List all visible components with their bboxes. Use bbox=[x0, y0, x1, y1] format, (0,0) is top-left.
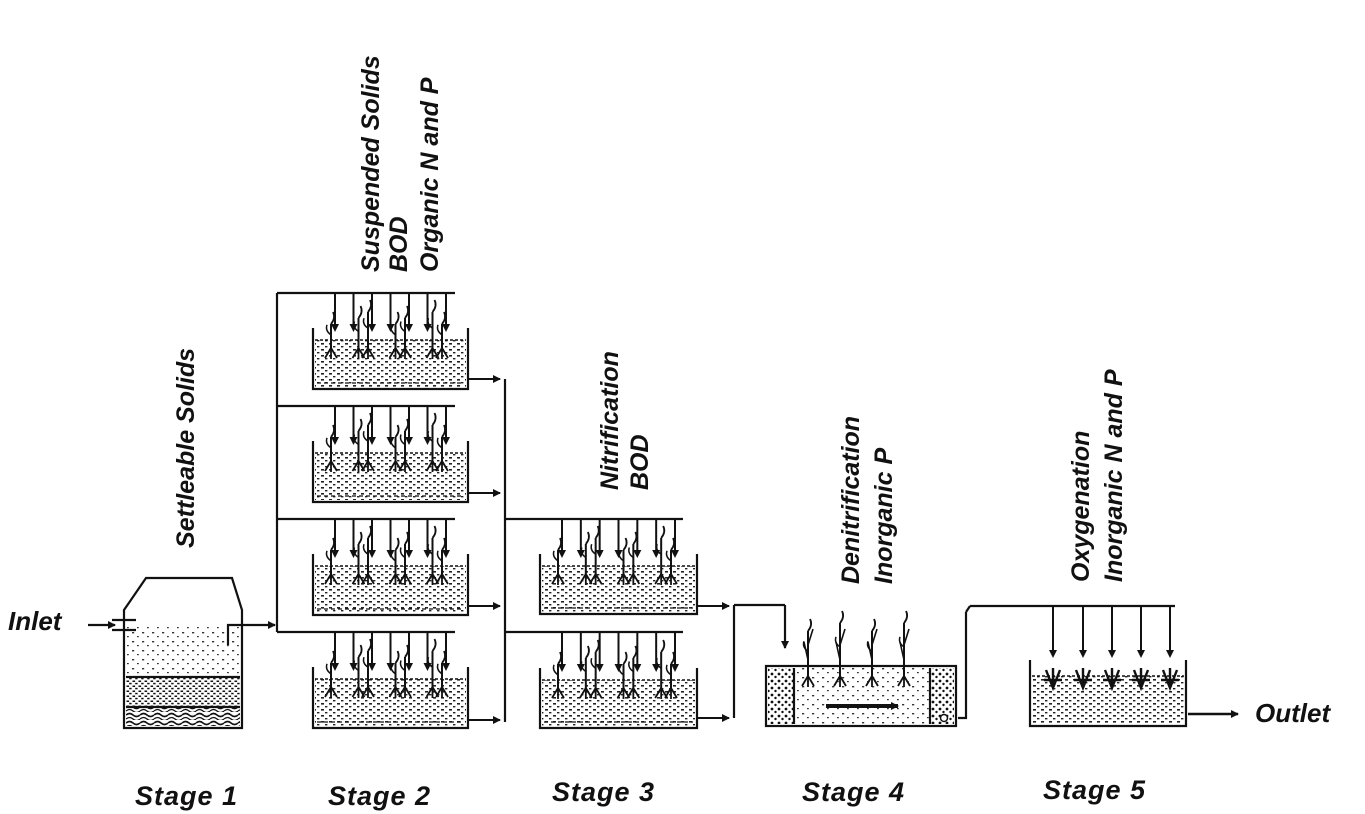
stage2-distribution-pipes bbox=[250, 291, 455, 634]
stage2-removal-bod: BOD bbox=[385, 216, 413, 272]
outlet-label: Outlet bbox=[1255, 698, 1331, 728]
stage2-removal-suspended-solids: Suspended Solids bbox=[357, 55, 385, 272]
stage1-settling-tank bbox=[122, 576, 250, 730]
stage5-pond bbox=[1028, 606, 1188, 728]
stage5-removal-oxygenation: Oxygenation bbox=[1067, 431, 1095, 582]
stage4-plants bbox=[801, 610, 911, 687]
stage2-beds bbox=[311, 293, 501, 730]
stage3-removal-bod: BOD bbox=[626, 434, 654, 490]
stage2-bed bbox=[311, 406, 501, 504]
stage3-distribution-pipes bbox=[503, 379, 683, 722]
stage5-bed bbox=[1028, 606, 1188, 728]
stage4-plant bbox=[833, 610, 847, 687]
stage3-bed bbox=[538, 519, 730, 616]
stage2-bed bbox=[311, 632, 501, 730]
stage2-bed bbox=[311, 293, 501, 391]
stage-3-label: Stage 3 bbox=[552, 777, 655, 807]
stage-4-label: Stage 4 bbox=[802, 777, 905, 807]
stage2-removal-organic-n-p: Organic N and P bbox=[416, 77, 444, 272]
stage4-bed bbox=[764, 664, 958, 728]
stage3-beds bbox=[538, 519, 730, 730]
stage4-plant bbox=[801, 618, 815, 687]
stage-2-label: Stage 2 bbox=[328, 781, 431, 811]
inlet-arrow bbox=[88, 618, 136, 632]
stage4-removal-denitrification: Denitrification bbox=[837, 416, 865, 584]
stage3-removal-nitrification: Nitrification bbox=[596, 351, 624, 490]
stage-1-label: Stage 1 bbox=[135, 781, 238, 811]
stage5-removal-inorganic-n-p: Inorganic N and P bbox=[1100, 369, 1128, 582]
stage4-plant bbox=[897, 610, 911, 687]
stage2-bed bbox=[311, 519, 501, 617]
stage4-plant bbox=[865, 618, 879, 687]
stage-5-label: Stage 5 bbox=[1043, 775, 1146, 805]
inlet-label: Inlet bbox=[8, 606, 63, 636]
stage4-removal-inorganic-p: Inorganic P bbox=[870, 448, 898, 584]
stage3-bed bbox=[538, 632, 730, 730]
stage4-inflow-pipe bbox=[732, 603, 789, 718]
stage1-removal-settleable-solids: Settleable Solids bbox=[172, 348, 200, 548]
